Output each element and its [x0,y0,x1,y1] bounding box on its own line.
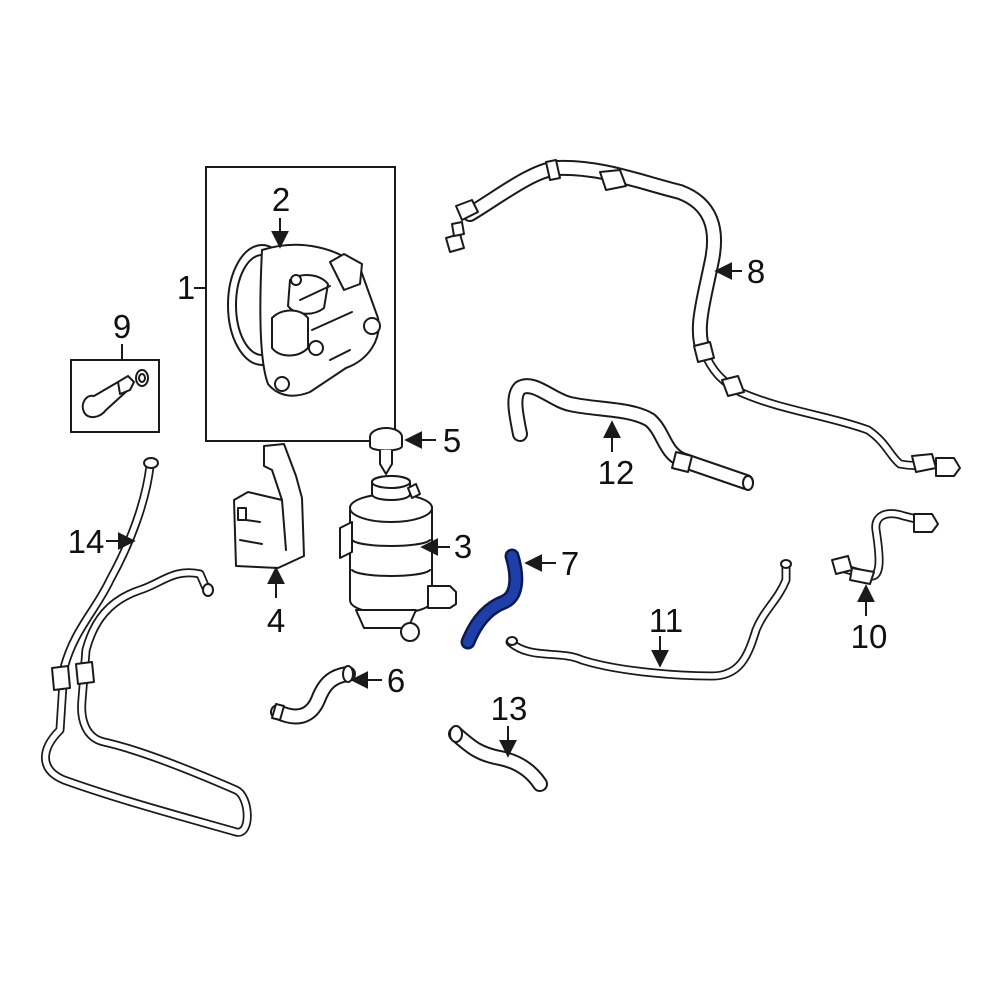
pipe-14-drawing [41,457,252,837]
callout-2: 2 [272,181,290,218]
line-8-drawing [445,159,961,477]
pump-drawing [227,243,381,397]
callout-9: 9 [113,308,131,345]
hose-13-drawing [448,725,548,792]
fitting-frame [70,359,160,433]
callout-11: 11 [649,602,683,639]
callout-1: 1 [177,269,195,306]
pump-frame [205,166,396,442]
callout-8: 8 [747,253,765,290]
fitting-9-group [70,359,160,433]
callout-labels: 1 2 3 4 5 6 7 8 9 10 11 12 13 14 [68,181,888,727]
hose-6-drawing [270,665,356,725]
pipe-10-drawing [831,509,939,585]
hose-12-drawing [507,378,754,491]
pump-assembly-group [205,166,396,442]
callout-3: 3 [454,528,472,565]
callout-14: 14 [68,523,105,560]
callout-10: 10 [851,618,888,655]
callout-6: 6 [387,662,405,699]
hose-7-highlight [460,548,524,650]
leader-lines [106,218,875,758]
callout-12: 12 [598,454,635,491]
clip-drawing [369,427,403,475]
reservoir-drawing [339,475,457,642]
callout-7: 7 [561,545,579,582]
bracket-drawing [233,443,305,569]
callout-13: 13 [491,690,528,727]
pipe-11-drawing [505,559,792,681]
callout-5: 5 [443,422,461,459]
callout-4: 4 [267,602,285,639]
